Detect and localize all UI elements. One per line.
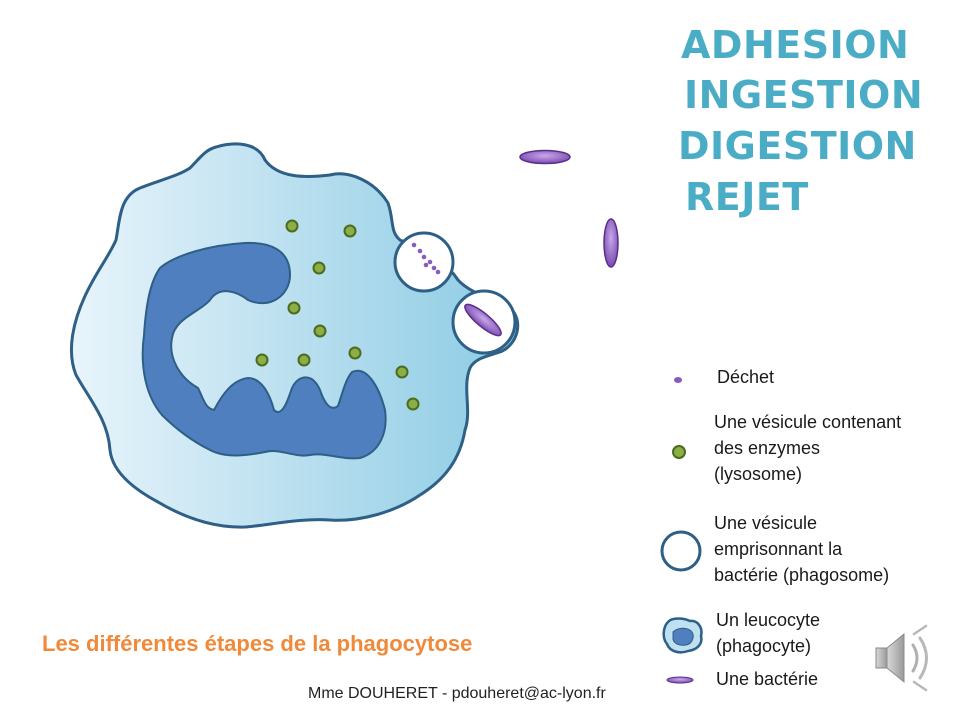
legend-leucocyte-label: Un leucocyte (phagocyte) (716, 607, 820, 659)
legend-phagosome-line: emprisonnant la (714, 539, 843, 559)
waste-particle (423, 262, 429, 268)
bacterium-free (519, 149, 571, 165)
legend-leucocyte-line: (phagocyte) (716, 636, 812, 656)
legend-lysosome-line: (lysosome) (714, 464, 803, 484)
lysosome (255, 353, 269, 367)
waste-particles (411, 242, 441, 275)
leucocyte-cell (69, 142, 520, 529)
lysosome (343, 224, 357, 238)
nucleus (141, 241, 387, 460)
legend-lysosome-label: Une vésicule contenant des enzymes (lyso… (714, 409, 901, 487)
phagosome-waste (393, 231, 455, 293)
waste-particle (417, 248, 423, 254)
step-rejet: REJET (685, 175, 809, 219)
legend-lysosome-line: des enzymes (714, 438, 821, 458)
legend-bacterie-symbol (666, 676, 694, 684)
step-digestion: DIGESTION (678, 124, 917, 168)
waste-particle (435, 269, 441, 275)
diagram-caption: Les différentes étapes de la phagocytose (42, 631, 473, 656)
legend-phagosome-line: bactérie (phagosome) (714, 565, 890, 585)
legend-phagosome-line: Une vésicule (714, 513, 818, 533)
legend-phagosome-symbol (660, 530, 702, 572)
lysosome (287, 301, 301, 315)
legend-leucocyte-line: Un leucocyte (716, 610, 821, 630)
lysosome (313, 324, 327, 338)
legend-dechet-symbol (674, 377, 682, 383)
lysosome (297, 353, 311, 367)
lysosome (406, 397, 420, 411)
lysosome (312, 261, 326, 275)
legend-lysosome-symbol (672, 445, 686, 459)
legend-bacterie-label: Une bactérie (716, 669, 819, 689)
legend-lysosome-line: Une vésicule contenant (714, 412, 902, 432)
bacterium-ingested (464, 303, 502, 337)
lysosome (395, 365, 409, 379)
lysosome (348, 346, 362, 360)
legend-leucocyte-symbol (662, 617, 703, 654)
waste-particle (411, 242, 417, 248)
lysosome-group (255, 219, 420, 411)
bacterium-adhering (603, 218, 619, 268)
waste-particle (421, 254, 427, 260)
waste-particle (427, 259, 433, 265)
speaker-icon[interactable] (875, 624, 928, 692)
waste-particle (431, 265, 437, 271)
legend-dechet-label: Déchet (717, 367, 775, 387)
legend-phagosome-label: Une vésicule emprisonnant la bactérie (p… (714, 510, 889, 588)
author-credit: Mme DOUHERET - pdouheret@ac-lyon.fr (308, 685, 606, 702)
lysosome (285, 219, 299, 233)
step-ingestion: INGESTION (684, 73, 924, 117)
step-adhesion: ADHESION (681, 23, 910, 67)
